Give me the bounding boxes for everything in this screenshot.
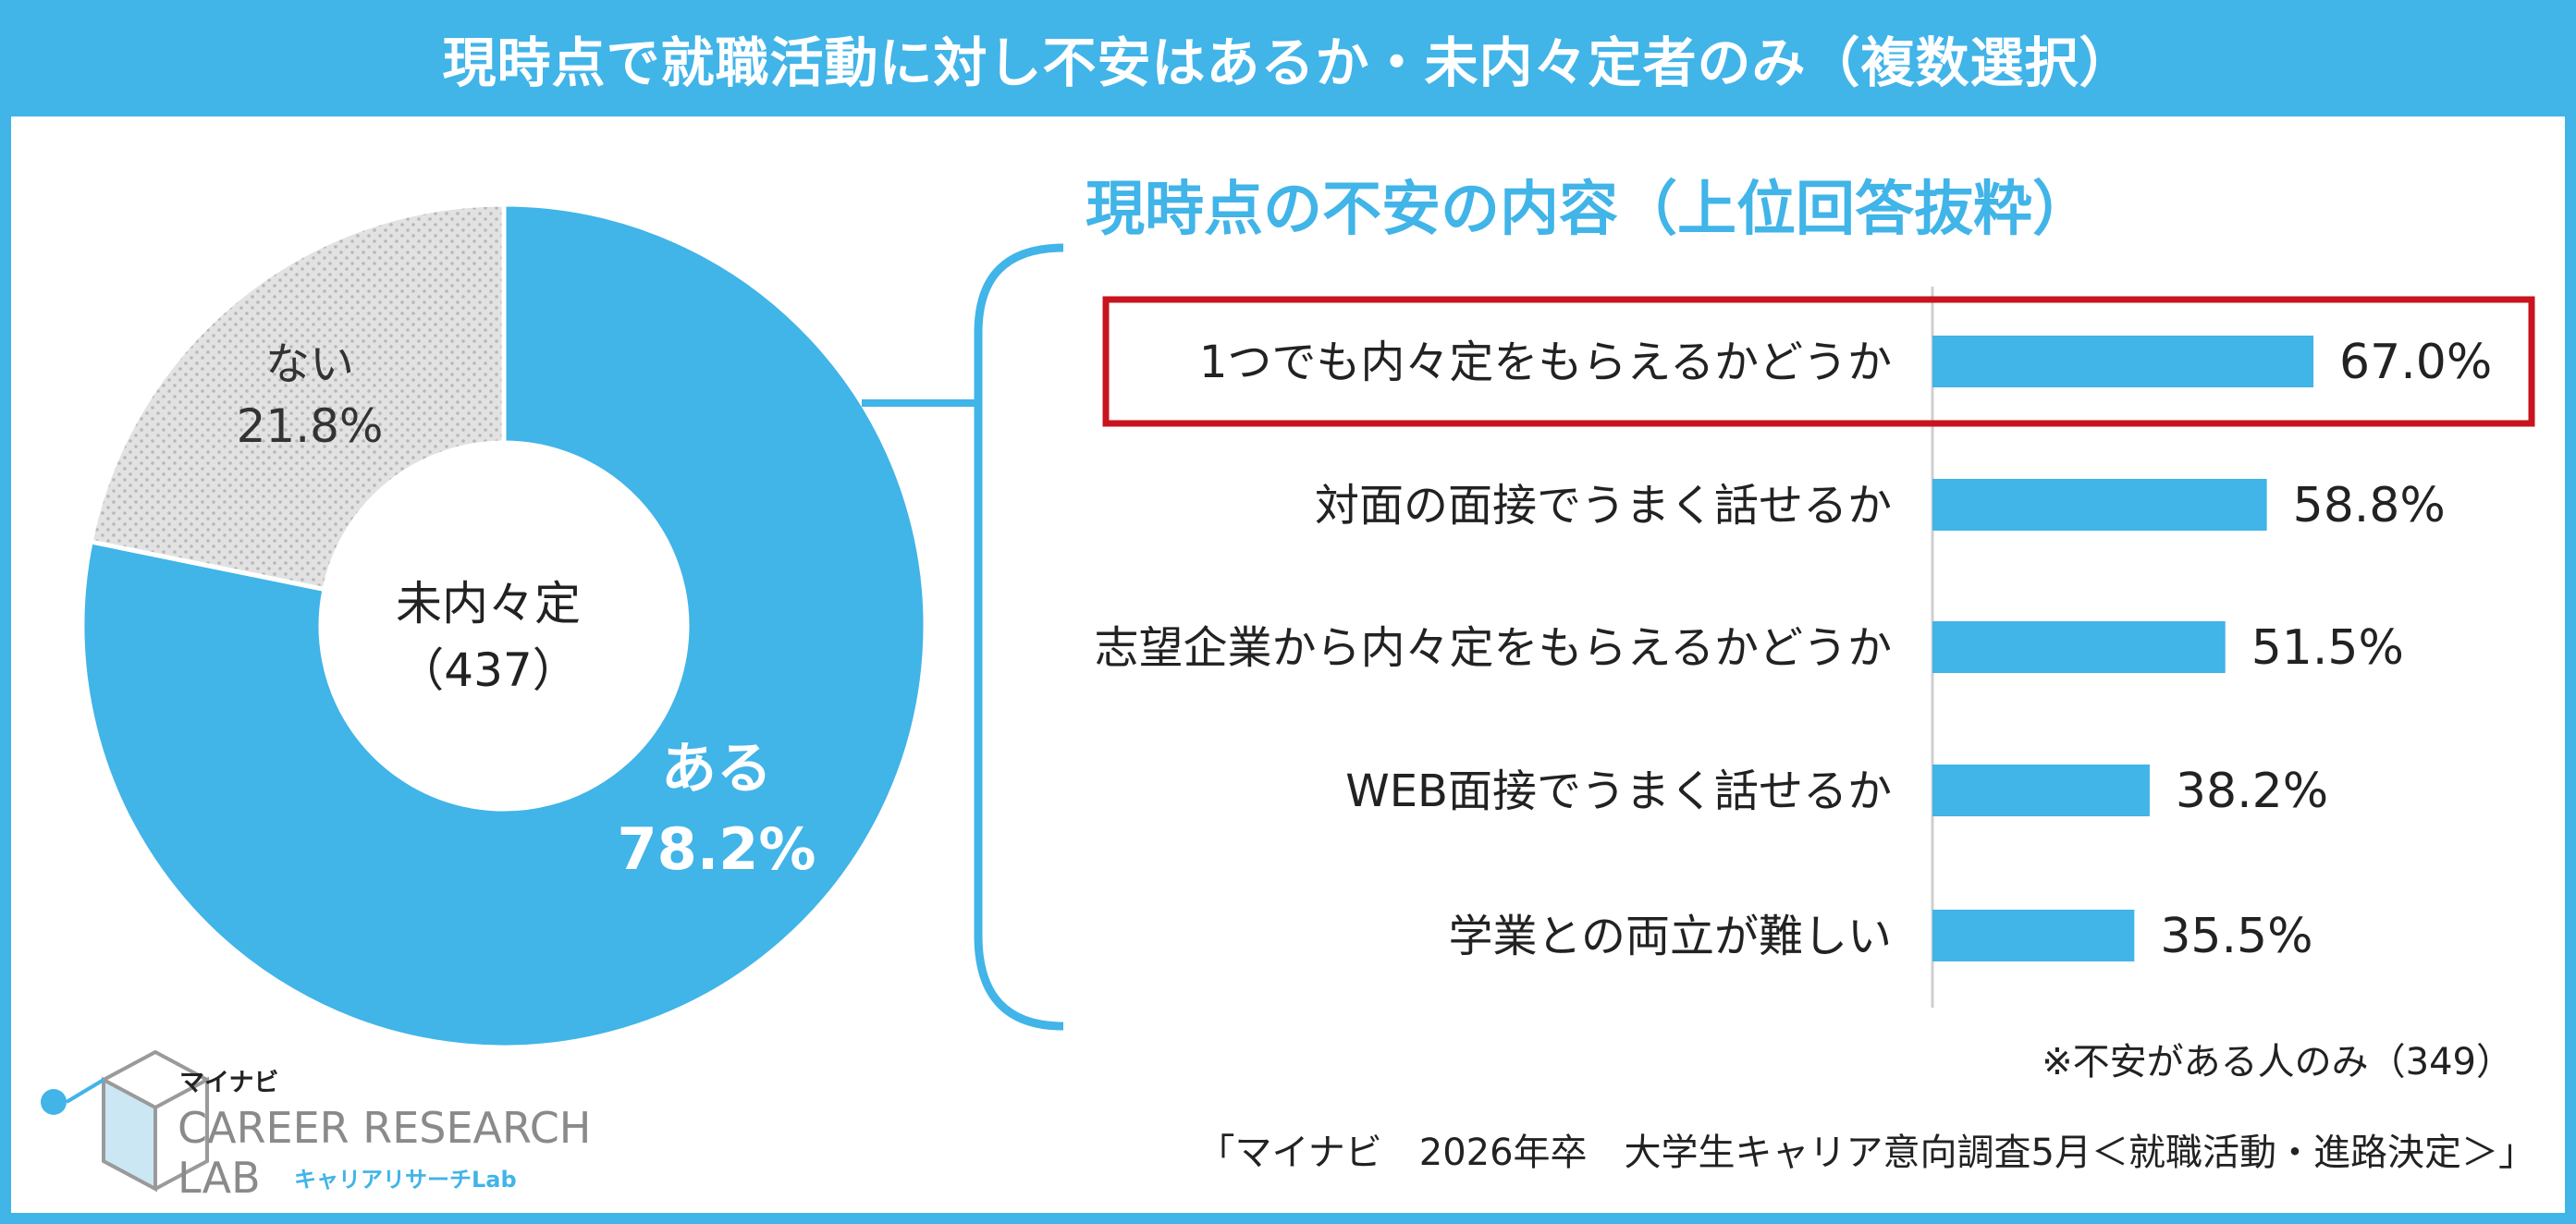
bar-0 [1932,336,2314,387]
donut-chart [80,202,928,1050]
logo-line2: LAB [178,1153,261,1203]
source-note: 「マイナビ 2026年卒 大学生キャリア意向調査5月＜就職活動・進路決定＞」 [1198,1132,2535,1174]
bar-label-0: 1つでも内々定をもらえるかどうか [1199,337,1892,388]
donut-slice-0 [80,202,928,1050]
bar-label-2: 志望企業から内々定をもらえるかどうか [1094,622,1892,674]
bar-value-0: 67.0% [2339,335,2492,390]
bar-label-4: 学業との両立が難しい [1448,911,1892,962]
bar-chart: 1つでも内々定をもらえるかどうか 67.0% 対面の面接でうまく話せるか 58.8% 志… [1094,296,2535,964]
cube-icon [41,1049,209,1193]
donut-slice-label-yes: ある [661,737,772,802]
donut-slice-value-yes: 78.2% [617,815,816,883]
donut-center-count: （437） [398,643,578,697]
donut-center-label: 未内々定 [396,577,581,630]
page-title: 現時点で就職活動に対し不安はあるか・未内々定者のみ（複数選択） [0,0,2576,116]
bar-label-3: WEB面接でうまく話せるか [1345,765,1892,817]
bar-3 [1932,765,2150,816]
bar-value-4: 35.5% [2160,909,2312,964]
bar-value-1: 58.8% [2293,478,2446,533]
highlight-box [1102,296,2535,427]
career-research-lab-logo: マイナビ CAREER RESEARCH LAB キャリアリサーチLab [41,1049,591,1203]
donut-slice-value-no: 21.8% [237,399,384,453]
donut-slice-1 [88,202,507,593]
logo-brand: マイナビ [179,1069,278,1097]
bar-value-3: 38.2% [2176,764,2328,819]
bar-value-2: 51.5% [2251,620,2404,676]
bar-label-1: 対面の面接でうまく話せるか [1315,480,1892,532]
bracket [974,243,1064,1031]
chart-title: 現時点の不安の内容（上位回答抜粋） [1086,176,2091,244]
logo-sub: キャリアリサーチLab [294,1167,517,1193]
base-note: ※不安がある人のみ（349） [2042,1041,2513,1083]
bar-4 [1932,910,2135,961]
bar-1 [1932,479,2267,531]
donut-slice-label-no: ない [265,338,354,390]
logo-line1: CAREER RESEARCH [178,1103,591,1153]
bar-2 [1932,621,2226,673]
